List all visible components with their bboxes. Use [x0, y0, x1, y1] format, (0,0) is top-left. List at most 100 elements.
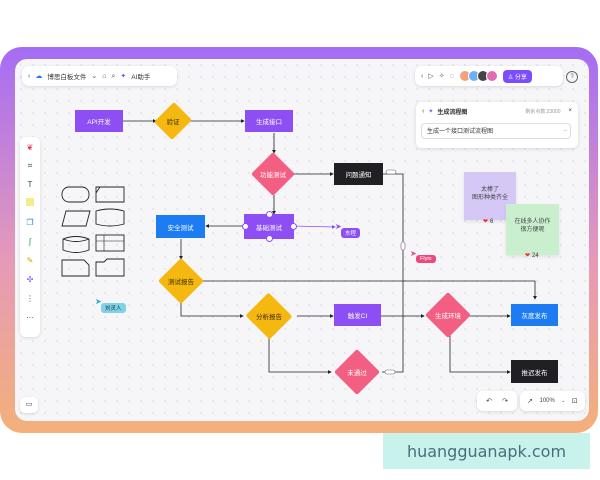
selection-handle[interactable]	[290, 223, 297, 230]
ai-flowchart-panel: ‹ ✦ 生成流程图 剩余点数:23000 × 生成一个接口测试流程图 →	[416, 102, 578, 148]
collaborator-cursor: ➤ 刘灵人	[95, 297, 126, 313]
cursor-name-tag: Flyio	[416, 255, 436, 263]
sticky-note[interactable]: 在线多人协作 很方便呢	[506, 204, 559, 255]
whiteboard-app[interactable]: ‹ ☁ 博思白板文件 ⌄ ⌂ ⌕ ✦ AI助手 ‹ ▷ ✧ ◌ ♙ 分享 ? ❦…	[15, 59, 589, 421]
collaborator-avatars[interactable]	[458, 70, 498, 82]
frame-tool-icon[interactable]: ⌗	[27, 161, 33, 170]
connector	[200, 280, 537, 300]
node-api-dev[interactable]: API开发	[75, 110, 123, 132]
connector-tool-icon[interactable]: ∫	[28, 237, 32, 246]
node-trigger-ci[interactable]: 触发CI	[334, 304, 381, 326]
decision-func-test[interactable]: 功能测试	[251, 152, 295, 196]
undo-icon[interactable]: ↶	[486, 398, 492, 405]
search-icon[interactable]: ⌕	[111, 72, 116, 80]
pen-tool-icon[interactable]: ✎	[26, 256, 34, 265]
watermark: huangguanapk.com	[383, 433, 590, 469]
selection-handle[interactable]	[266, 235, 273, 242]
heart-eyes-icon: ❤	[525, 253, 531, 259]
collaborator-cursor: ➤ 东程	[335, 222, 361, 238]
decision-label: 功能测试	[260, 172, 286, 179]
party-icon[interactable]: ✧	[438, 72, 445, 80]
reaction-badge[interactable]: ❤6	[483, 218, 494, 226]
node-basic-test[interactable]: 基础测试	[244, 214, 294, 239]
cursor-name-tag: 刘灵人	[101, 303, 126, 313]
comment-icon[interactable]: ◌	[449, 72, 454, 80]
minimap-icon[interactable]: ▭	[20, 397, 38, 413]
left-toolbar: ❦ ⌗ T ❐ ∫ ✎ ✣ ⋮ ···	[20, 137, 40, 337]
reaction-count: 24	[532, 252, 539, 259]
node-gray-release[interactable]: 灰度发布	[511, 304, 558, 326]
zoom-level[interactable]: 100%	[539, 398, 555, 404]
connector-handle	[385, 169, 397, 175]
shape-library[interactable]	[60, 184, 130, 294]
cursor-arrow-icon: ➤	[95, 297, 102, 306]
ai-credits: 剩余点数:23000	[525, 108, 561, 115]
decision-verify[interactable]: 验证	[154, 101, 192, 141]
template-tool-icon[interactable]: ⋮	[26, 294, 34, 303]
chevron-left-icon[interactable]: ‹	[28, 72, 31, 80]
document-shape	[61, 259, 90, 277]
parallelogram-shape	[61, 210, 91, 227]
decision-generate-env[interactable]: 生成环境	[425, 292, 471, 338]
ai-prompt-input[interactable]: 生成一个接口测试流程图	[421, 123, 571, 139]
decision-test-report[interactable]: 测试报告	[158, 258, 204, 304]
cursor-arrow-icon: ➤	[335, 222, 342, 231]
cursor-name-tag: 东程	[341, 228, 361, 238]
decision-label: 验证	[166, 119, 180, 126]
reaction-badge[interactable]: ❤24	[525, 252, 539, 260]
ai-assistant-button[interactable]: AI助手	[131, 74, 151, 81]
connector	[292, 224, 336, 229]
ai-panel-title: 生成流程图	[437, 109, 468, 116]
folder-shape	[95, 258, 125, 277]
file-name[interactable]: 博思白板文件	[47, 74, 87, 81]
decision-analysis-report[interactable]: 分析报告	[245, 292, 293, 340]
connector-handle	[384, 369, 396, 375]
color-picker-icon[interactable]: ❦	[26, 143, 34, 152]
decision-not-passed[interactable]: 未通过	[334, 349, 380, 395]
close-icon[interactable]: ×	[568, 108, 572, 114]
decision-label: 测试报告	[168, 279, 194, 286]
more-icon[interactable]: ···	[26, 313, 34, 322]
collab-toolbar: ‹ ▷ ✧ ◌ ♙ 分享	[415, 66, 563, 86]
play-icon[interactable]: ▷	[428, 72, 434, 80]
undo-redo-bar: ↶ ↷	[477, 391, 517, 411]
node-delay-release[interactable]: 推迟发布	[511, 360, 558, 383]
chevron-left-icon[interactable]: ‹	[422, 107, 425, 115]
send-icon[interactable]: →	[562, 127, 568, 133]
connector	[449, 334, 511, 374]
node-issue-notify[interactable]: 问题通知	[334, 163, 383, 185]
decision-label: 未通过	[347, 370, 367, 377]
reaction-count: 6	[490, 218, 494, 225]
share-button[interactable]: ♙ 分享	[502, 69, 532, 83]
text-tool-icon[interactable]: T	[27, 180, 33, 189]
heart-eyes-icon: ❤	[483, 219, 489, 225]
selection-handle[interactable]	[266, 211, 273, 218]
connector-layer	[123, 119, 537, 375]
sticky-note-icon[interactable]	[23, 197, 37, 211]
connector	[382, 173, 404, 373]
share-label: 分享	[514, 74, 527, 81]
chevron-down-icon[interactable]: ⌄	[91, 72, 98, 80]
node-security-test[interactable]: 安全测试	[156, 215, 205, 238]
chevron-left-icon[interactable]: ‹	[421, 72, 424, 80]
help-icon[interactable]: ?	[566, 71, 578, 83]
node-generate-api[interactable]: 生成接口	[245, 110, 293, 132]
cursor-arrow-icon: ➤	[410, 249, 417, 258]
tag-icon[interactable]: ⌂	[102, 72, 107, 80]
selection-handle[interactable]	[242, 223, 249, 230]
pointer-icon[interactable]: ➚	[527, 398, 534, 405]
collaborator-cursor: ➤ Flyio	[410, 249, 436, 263]
mindmap-tool-icon[interactable]: ✣	[26, 275, 34, 284]
shape-tool-icon[interactable]: ❐	[26, 218, 34, 227]
rounded-shape	[61, 186, 90, 203]
ai-sparkle-icon: ✦	[428, 108, 434, 115]
ai-panel-header: ‹ ✦ 生成流程图 剩余点数:23000 ×	[422, 106, 572, 116]
fit-screen-icon[interactable]: ⊡	[571, 398, 578, 405]
chevron-down-icon[interactable]: ⌄	[561, 398, 566, 404]
avatar[interactable]	[485, 70, 498, 82]
wave-shape	[95, 208, 125, 227]
redo-icon[interactable]: ↷	[502, 398, 508, 405]
decision-label: 生成环境	[435, 313, 461, 320]
file-toolbar: ‹ ☁ 博思白板文件 ⌄ ⌂ ⌕ ✦ AI助手	[22, 66, 177, 86]
table-shape	[95, 234, 125, 252]
